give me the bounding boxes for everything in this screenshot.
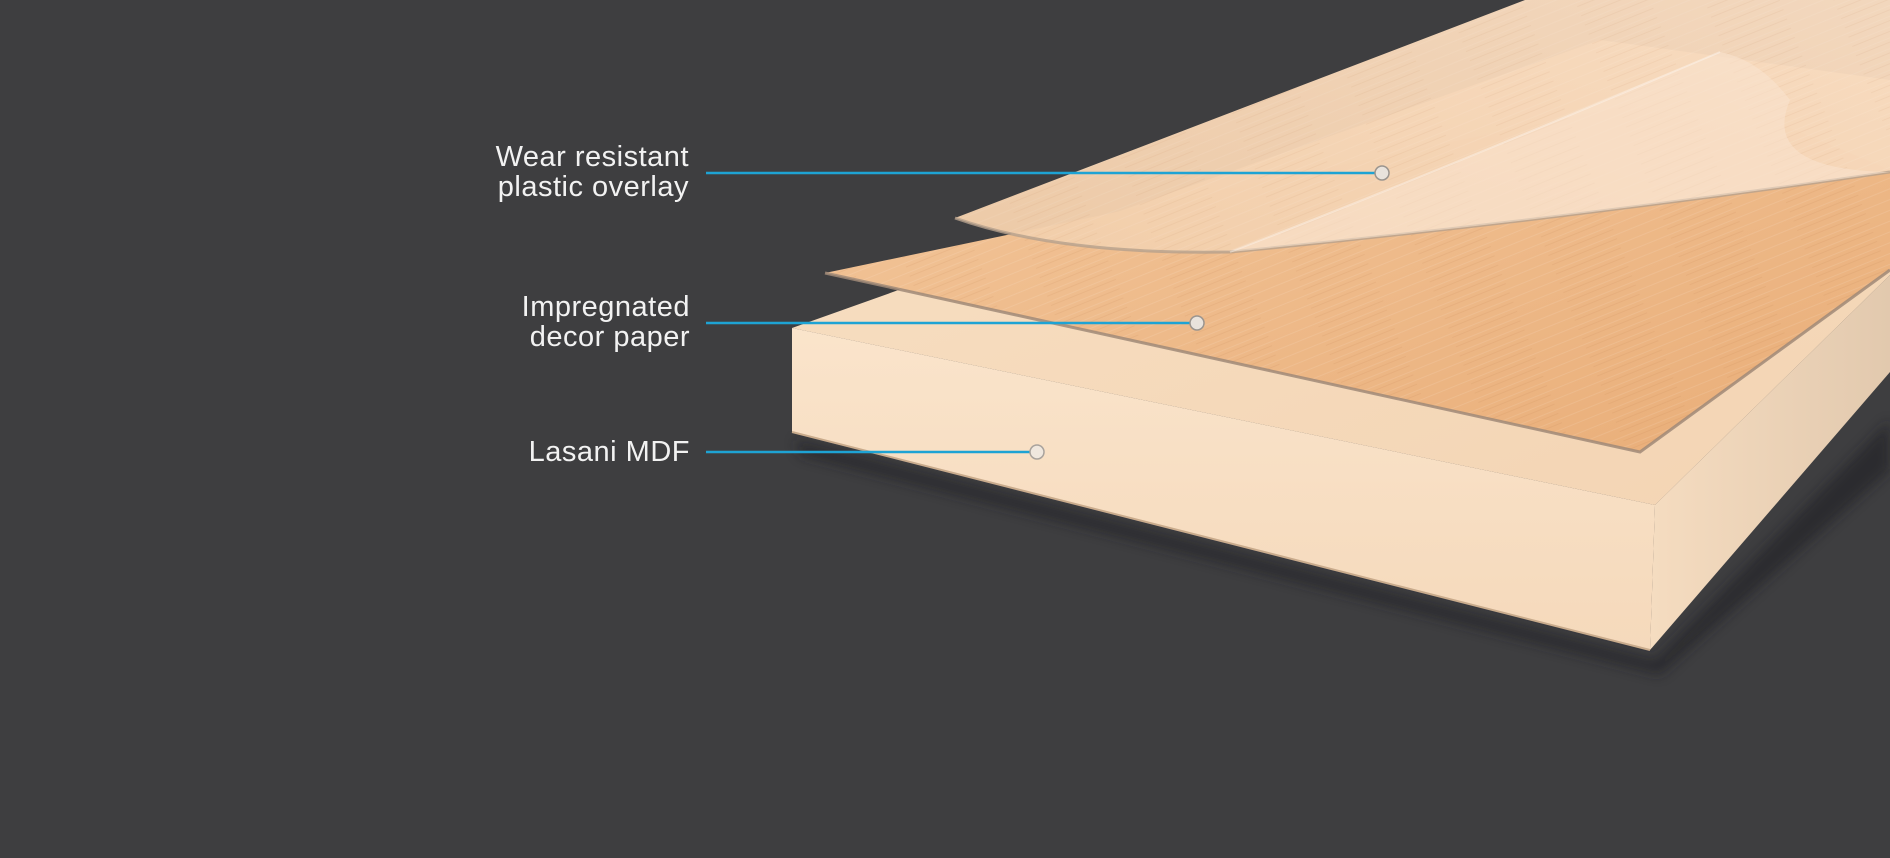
leader-dot-mdf <box>1029 444 1045 460</box>
label-line: Wear resistant <box>495 141 689 173</box>
leader-lines <box>706 165 1390 460</box>
plastic-overlay <box>954 0 1890 254</box>
label-line: Impregnated <box>521 291 690 323</box>
label-line: plastic overlay <box>497 171 689 203</box>
label-lasani-mdf: Lasani MDF <box>529 437 690 467</box>
leader-dot-overlay <box>1374 165 1390 181</box>
label-line: Lasani MDF <box>528 436 690 468</box>
label-impregnated-decor-paper: Impregnated decor paper <box>522 292 690 352</box>
leader-dot-decor <box>1189 315 1205 331</box>
label-line: decor paper <box>529 321 690 353</box>
label-wear-resistant-overlay: Wear resistant plastic overlay <box>496 142 689 202</box>
